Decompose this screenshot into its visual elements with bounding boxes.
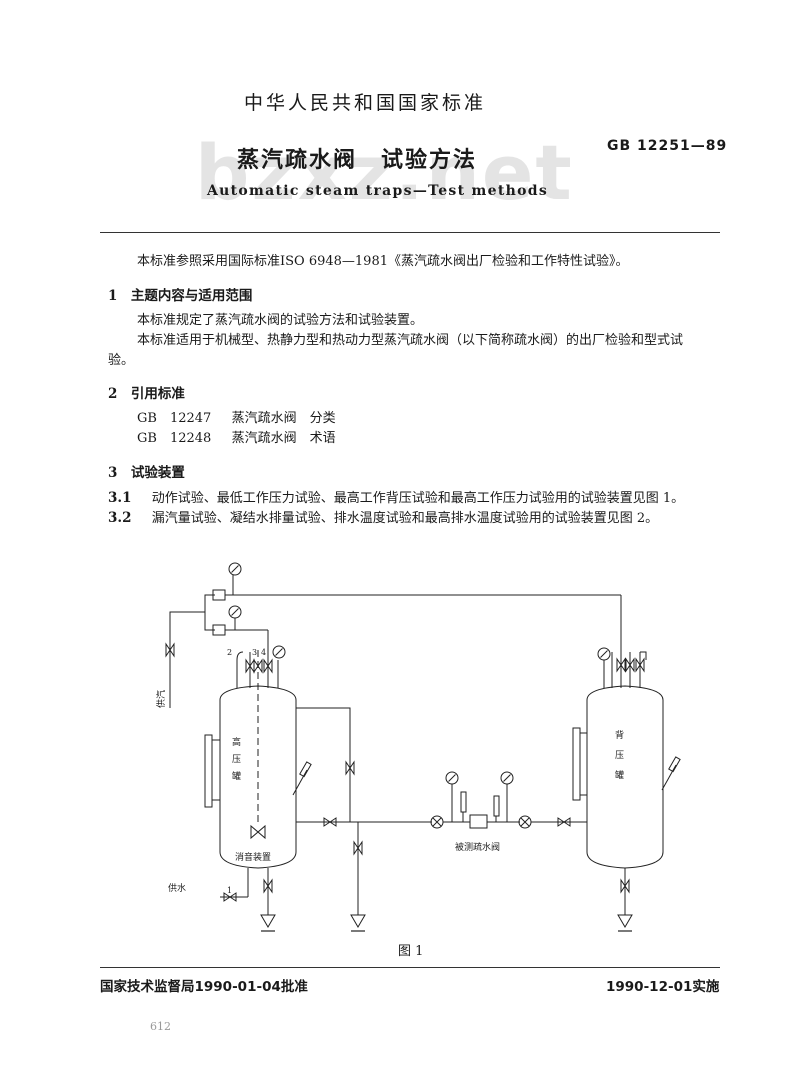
label-steam-supply: 供汽	[155, 690, 167, 708]
section-1-paragraph-1: 本标准规定了蒸汽疏水阀的试验方法和试验装置。	[137, 313, 424, 328]
label-n2: 2	[227, 648, 232, 657]
issuing-authority: 中华人民共和国国家标准	[244, 92, 487, 114]
reference-title: 蒸汽疏水阀 分类	[231, 411, 336, 426]
level-gauge	[204, 734, 213, 808]
label-water-supply: 供水	[168, 882, 186, 894]
clause-3-2: 3.2 漏汽量试验、凝结水排量试验、排水温度试验和最高排水温度试验用的试验装置见…	[108, 508, 658, 529]
level-gauge	[572, 727, 581, 801]
label-hp-tank-1: 高	[232, 736, 241, 748]
muffler	[250, 824, 266, 840]
approval-date: 国家技术监督局1990-01-04批准	[100, 979, 308, 995]
header-rule	[100, 232, 720, 233]
label-hp-tank-2: 压	[232, 754, 241, 765]
reference-row: GB 12247 蒸汽疏水阀 分类	[137, 409, 336, 429]
label-bp-tank-2: 压	[615, 750, 624, 761]
title-chinese: 蒸汽疏水阀 试验方法	[237, 147, 478, 173]
label-n1: 1	[227, 886, 232, 895]
section-2-heading: 2 引用标准	[108, 386, 185, 402]
clause-number: 3.2	[108, 510, 132, 526]
thermometer	[292, 761, 312, 796]
section-3-heading: 3 试验装置	[108, 465, 185, 481]
section-1-paragraph-2: 本标准适用于机械型、热静力型和热动力型蒸汽疏水阀（以下简称疏水阀）的出厂检验和型…	[137, 333, 684, 348]
section-1-heading: 1 主题内容与适用范围	[108, 288, 253, 304]
intro-paragraph: 本标准参照采用国际标准ISO 6948—1981《蒸汽疏水阀出厂检验和工作特性试…	[137, 254, 629, 269]
page-number: 612	[150, 1020, 171, 1033]
clause-number: 3.1	[108, 490, 132, 506]
footer-rule	[100, 967, 720, 968]
effective-date: 1990-12-01实施	[606, 979, 720, 995]
title-english: Automatic steam traps—Test methods	[207, 183, 549, 199]
label-n3: 3	[252, 648, 257, 657]
figure-caption: 图 1	[398, 944, 424, 959]
label-n4: 4	[261, 648, 266, 657]
back-pressure-tank	[572, 685, 681, 869]
reference-title: 蒸汽疏水阀 术语	[231, 431, 336, 446]
standard-number: GB 12251—89	[607, 138, 728, 154]
reference-code: GB 12247	[137, 411, 212, 426]
clause-3-1: 3.1 动作试验、最低工作压力试验、最高工作背压试验和最高工作压力试验用的试验装…	[108, 488, 684, 509]
thermometer	[661, 756, 681, 791]
label-trap-under-test: 被测疏水阀	[455, 841, 500, 853]
label-hp-tank-3: 罐	[232, 770, 241, 782]
section-1-paragraph-2-cont: 验。	[108, 353, 135, 368]
trap-under-test	[469, 814, 488, 829]
label-bp-tank-3: 罐	[615, 769, 624, 781]
reference-code: GB 12248	[137, 431, 212, 446]
test-apparatus-diagram: 供汽 供水 1 2 3 4 高 压 罐 消音装置 被测疏水阀 背 压 罐	[155, 562, 681, 932]
label-bp-tank-1: 背	[615, 729, 624, 741]
label-muffler: 消音装置	[235, 851, 271, 863]
watermark: bzxz.net	[195, 128, 574, 217]
high-pressure-tank	[204, 650, 312, 869]
clause-text: 漏汽量试验、凝结水排量试验、排水温度试验和最高排水温度试验用的试验装置见图 2。	[151, 511, 659, 526]
clause-text: 动作试验、最低工作压力试验、最高工作背压试验和最高工作压力试验用的试验装置见图 …	[151, 491, 685, 506]
reference-row: GB 12248 蒸汽疏水阀 术语	[137, 429, 336, 449]
